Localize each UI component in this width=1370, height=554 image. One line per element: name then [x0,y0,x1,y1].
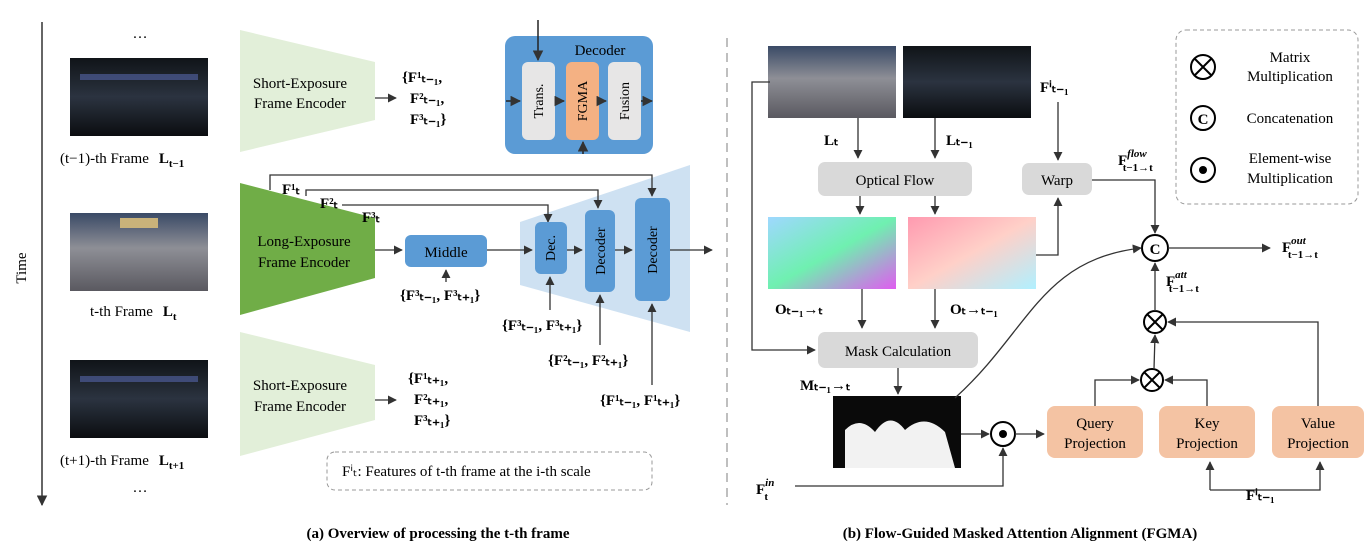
value-projection [1272,406,1364,458]
flow-bwd-image [908,217,1036,289]
decoder-detail-trans: Trans. [532,84,547,119]
legend-elemwise-label-2: Multiplication [1247,171,1333,187]
ellipsis-top: … [133,26,148,42]
time-axis-label: Time [14,252,30,283]
legend-concat-label: Concatenation [1247,111,1334,127]
mask-label: Mₜ₋₁→ₜ [800,378,850,394]
query-projection-label-1: Query [1076,416,1114,432]
decoder-detail-fusion: Fusion [618,82,633,120]
dec3-input-label: {F¹ₜ₋₁, F¹ₜ₊₁} [600,393,680,409]
frame-next-image [70,360,208,438]
skip-f2-label: F²ₜ [320,196,338,212]
key-projection [1159,406,1255,458]
feat-next-3: F³ₜ₊₁} [414,413,450,429]
decoder-detail-title: Decoder [575,43,626,59]
o-bwd-label: Oₜ→ₜ₋₁ [950,302,998,318]
skip-connections [269,174,657,223]
legend-concat-icon [1190,105,1216,131]
frame-prev-image [70,58,208,136]
frame-lt1-image [903,46,1031,118]
warp-box [1022,163,1092,195]
long-encoder-label-1: Long-Exposure [257,234,351,250]
middle-block [405,235,487,267]
legend-elemwise-label-1: Element-wise [1249,151,1332,167]
query-projection [1047,406,1143,458]
short-encoder-bottom [240,332,375,456]
optical-flow-label: Optical Flow [856,173,935,189]
query-projection-label-2: Projection [1064,436,1126,452]
dec-small-block [535,222,567,274]
legend-box [1175,29,1359,205]
ellipsis-bottom: … [133,480,148,496]
feat-prev-3: F³ₜ₋₁} [410,112,446,128]
decoder-block-3-label: Decoder [646,226,661,274]
fi-bottom-label: Fⁱₜ₋₁ [1246,488,1275,504]
long-encoder-label-2: Frame Encoder [258,255,350,271]
decoder-block-2-label: Decoder [594,227,609,275]
feat-prev-2: F²ₜ₋₁, [410,91,444,107]
lt1-label: Lₜ₋₁ [946,133,973,149]
key-projection-label-1: Key [1195,416,1220,432]
short-encoder-bottom-label-1: Short-Exposure [253,378,347,394]
skip-f3-label: F³ₜ [362,210,380,226]
short-encoder-bottom-label-2: Frame Encoder [254,399,346,415]
value-projection-label-2: Projection [1287,436,1349,452]
flow-fwd-image [768,217,896,289]
lt-label: Lₜ [824,133,838,149]
note-text: Fⁱₜ: Features of t-th frame at the i-th … [342,464,591,480]
short-encoder-top-label-1: Short-Exposure [253,76,347,92]
skip-f1-label: F¹ₜ [282,182,300,198]
concat-node-symbol: C [1150,242,1161,258]
mask-calc-box [818,332,978,368]
feat-next-2: F²ₜ₊₁, [414,392,448,408]
long-encoder [240,183,375,315]
key-projection-label-2: Projection [1176,436,1238,452]
decoder-detail-fgma: FGMA [576,80,591,121]
middle-input-label: {F³ₜ₋₁, F³ₜ₊₁} [400,288,480,304]
note-box [326,451,653,491]
optical-flow-box [818,162,972,196]
warp-label: Warp [1041,173,1073,189]
caption-right: (b) Flow-Guided Masked Attention Alignme… [843,526,1198,542]
fi-top-label: Fⁱₜ₋₁ [1040,80,1069,96]
decoder-detail: Decoder Trans. FGMA Fusion [505,20,654,154]
dec-small-label: Dec. [544,235,559,261]
decoder-block-2 [585,210,615,292]
legend-concat-symbol: C [1198,112,1209,128]
frame-cur-image [70,213,208,291]
feat-next-1: {F¹ₜ₊₁, [408,371,448,387]
legend-matmul-label-1: Matrix [1270,50,1311,66]
decoder-block-3 [635,198,670,301]
dec2-input-label: {F²ₜ₋₁, F²ₜ₊₁} [548,353,628,369]
o-fwd-label: Oₜ₋₁→ₜ [775,302,823,318]
legend-matmul-label-2: Multiplication [1247,69,1333,85]
value-projection-label-1: Value [1301,416,1335,432]
feat-prev-1: {F¹ₜ₋₁, [402,70,442,86]
short-encoder-top-label-2: Frame Encoder [254,96,346,112]
caption-left: (a) Overview of processing the t-th fram… [307,526,570,542]
middle-label: Middle [424,245,468,261]
frame-lt-image [768,46,896,118]
mask-calc-label: Mask Calculation [845,344,952,360]
short-encoder-top [240,30,375,152]
dec1-input-label: {F³ₜ₋₁, F³ₜ₊₁} [502,318,582,334]
